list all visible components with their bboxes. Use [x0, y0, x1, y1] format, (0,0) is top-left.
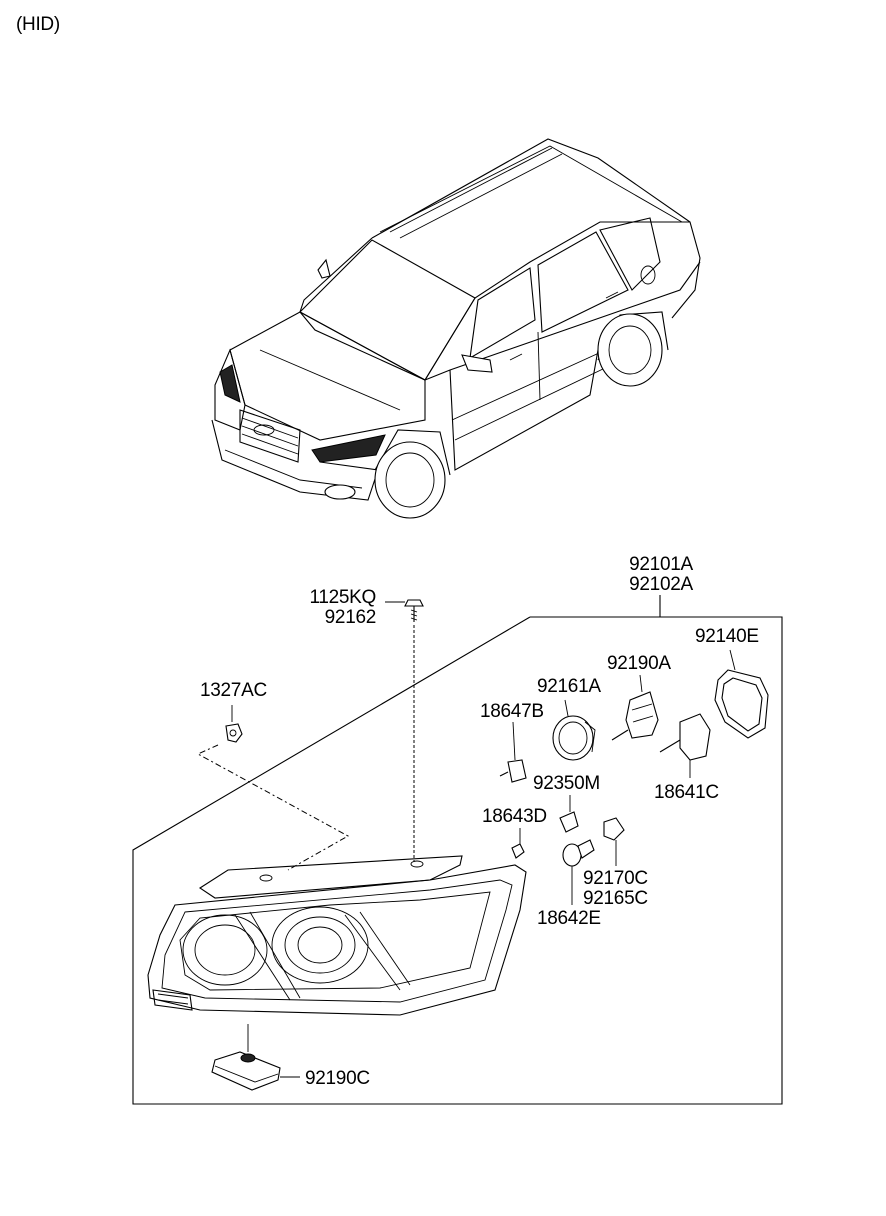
bolt-label-2: 92162 — [324, 607, 377, 628]
cap-part — [552, 699, 596, 761]
h-bulb-label: 18647B — [480, 701, 544, 722]
hid-bulb-part — [659, 713, 711, 778]
nut-label: 1327AC — [200, 680, 267, 701]
small-socket-label: 92350M — [533, 773, 600, 794]
bolt-label-1: 1125KQ — [309, 587, 376, 608]
assembly-frame — [132, 595, 783, 1105]
ballast-part — [211, 1051, 300, 1091]
small-socket-part — [559, 795, 579, 833]
bolt-part — [385, 599, 424, 862]
wedge-bulb-label: 18643D — [482, 806, 547, 827]
hid-socket-label: 92190A — [607, 653, 671, 674]
hid-socket-part — [611, 674, 659, 741]
gasket-label: 92140E — [695, 626, 759, 647]
turn-bulb-part — [562, 839, 595, 905]
gasket-part — [714, 649, 769, 739]
h-bulb-part — [499, 721, 527, 783]
ballast-label: 92190C — [305, 1068, 370, 1089]
hid-bulb-label: 18641C — [654, 782, 719, 803]
variant-label: (HID) — [16, 14, 60, 35]
vehicle-illustration — [211, 138, 701, 519]
turn-bulb-label: 18642E — [537, 908, 601, 929]
assembly-label-1: 92101A — [629, 554, 693, 575]
cap-label: 92161A — [537, 676, 601, 697]
turn-socket-label-1: 92170C — [583, 868, 648, 889]
assembly-label-2: 92102A — [629, 574, 693, 595]
wedge-bulb-part — [511, 828, 525, 859]
nut-part — [196, 705, 350, 871]
turn-socket-part — [603, 817, 625, 866]
headlamp-assembly — [147, 855, 527, 1052]
turn-socket-label-2: 92165C — [583, 888, 648, 909]
